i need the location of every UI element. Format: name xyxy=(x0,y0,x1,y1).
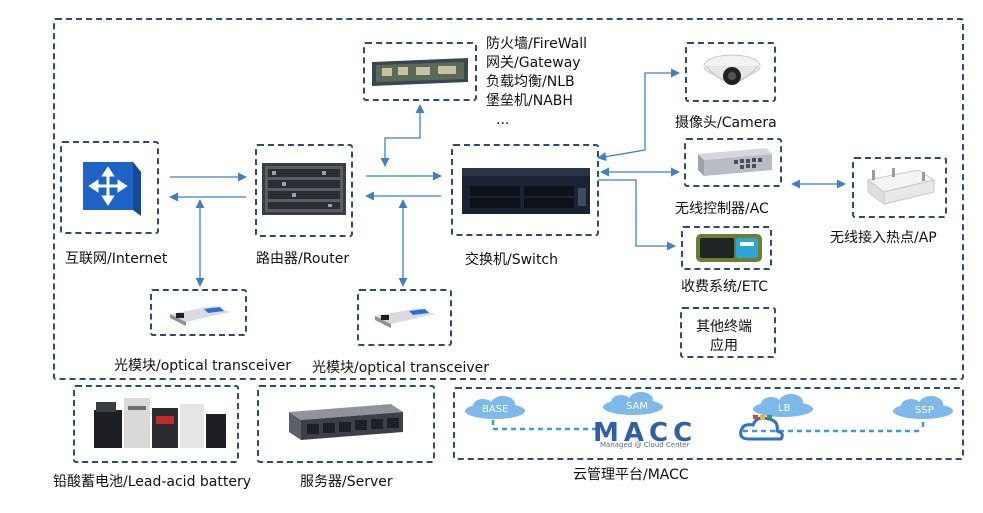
internet-box xyxy=(60,141,159,234)
ac-label: 无线控制器/AC xyxy=(675,201,769,217)
optical-module-icon xyxy=(375,306,435,328)
internet-label: 互联网/Internet xyxy=(65,251,168,267)
link-switch-etc xyxy=(598,179,676,251)
macc-box xyxy=(453,387,964,460)
color-dots xyxy=(753,415,772,419)
macc-cloud-icon xyxy=(739,416,784,441)
main-network-frame xyxy=(53,18,964,380)
link-switch-camera xyxy=(597,68,680,162)
optical-box-mid xyxy=(357,289,452,346)
other-terminal-label-line2: 应用 xyxy=(710,338,738,354)
security-device-item: 堡垒机/NABH xyxy=(486,93,573,109)
cloud-label-base: BASE xyxy=(482,404,509,415)
camera-box xyxy=(685,42,776,102)
macc-label: 云管理平台/MACC xyxy=(573,467,689,483)
router-label: 路由器/Router xyxy=(256,251,350,267)
cloud-label-sam: SAM xyxy=(626,401,649,412)
security-device-item: 网关/Gateway xyxy=(486,55,581,71)
battery-label: 铅酸蓄电池/Lead-acid battery xyxy=(53,474,252,490)
macc-diagram xyxy=(465,392,953,441)
macc-logo: MACC xyxy=(593,418,698,448)
camera-label: 摄像头/Camera xyxy=(675,115,777,131)
router-icon xyxy=(262,163,346,215)
link-switch-firewall xyxy=(380,104,425,167)
cloud-label-lb: LB xyxy=(778,403,791,414)
camera-icon xyxy=(702,52,762,94)
security-device-item: 防火墙/FireWall xyxy=(486,36,588,52)
ap-box xyxy=(852,157,947,218)
switch-icon xyxy=(462,168,590,214)
etc-label: 收费系统/ETC xyxy=(681,279,769,295)
battery-box xyxy=(73,385,239,463)
optical-module-icon xyxy=(170,304,230,326)
security-device-list: 防火墙/FireWall 网关/Gateway 负载均衡/NLB 堡垒机/NAB… xyxy=(486,35,587,130)
cloud-ssp xyxy=(893,396,953,419)
cloud-sam xyxy=(603,392,663,415)
router-box xyxy=(255,144,353,237)
firewall-icon xyxy=(368,56,472,88)
ap-label: 无线接入热点/AP xyxy=(830,230,937,246)
etc-device-icon xyxy=(696,232,762,264)
access-point-icon xyxy=(862,166,938,208)
server-box xyxy=(257,385,435,463)
switch-box xyxy=(451,144,599,236)
cloud-lb xyxy=(753,394,813,417)
wireless-controller-icon xyxy=(694,144,774,180)
optical-label-mid: 光模块/optical transceiver xyxy=(312,360,490,376)
other-terminal-box xyxy=(680,307,776,358)
other-terminal-label-line1: 其他终端 xyxy=(696,319,752,335)
etc-box xyxy=(681,226,772,270)
security-device-item: ... xyxy=(496,112,510,128)
cloud-label-ssp: SSP xyxy=(915,405,934,416)
macc-logo-subtitle: Managed @ Cloud Center xyxy=(600,441,690,449)
optical-box-left xyxy=(150,289,247,336)
security-device-item: 负载均衡/NLB xyxy=(486,74,575,90)
switch-label: 交换机/Switch xyxy=(465,252,559,268)
internet-icon xyxy=(75,152,147,218)
server-label: 服务器/Server xyxy=(300,474,393,490)
security-device-box xyxy=(363,42,477,101)
ac-box xyxy=(684,138,782,187)
server-icon xyxy=(287,398,405,444)
cloud-base xyxy=(465,396,525,419)
optical-label-left: 光模块/optical transceiver xyxy=(114,358,292,374)
battery-icon xyxy=(88,392,228,454)
